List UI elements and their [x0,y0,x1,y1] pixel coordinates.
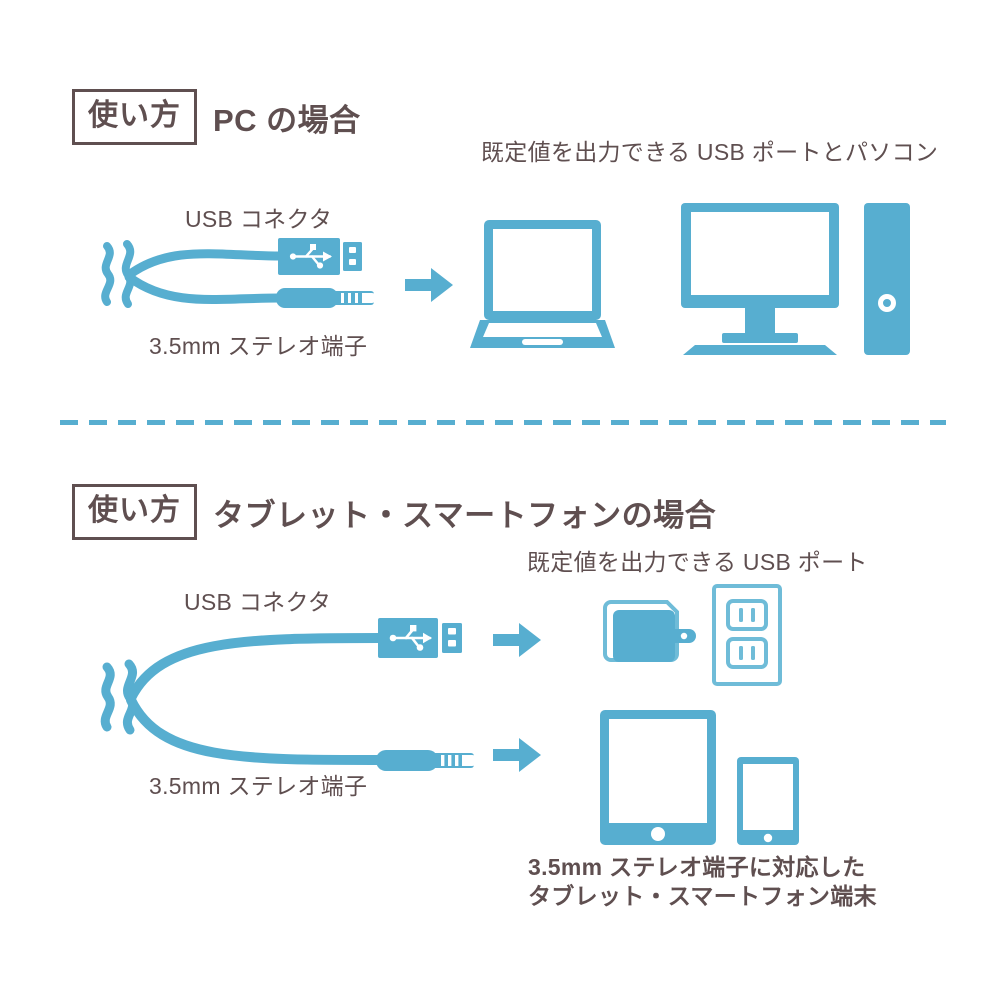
outlet-socket-top [726,599,768,631]
section-1-jack-label: 3.5mm ステレオ端子 [149,333,368,359]
section-2-target-caption: 既定値を出力できる USB ポート [527,549,868,575]
section-2-cable-graphic [100,618,478,771]
wall-outlet-icon [712,584,782,686]
outlet-socket-bottom [726,637,768,669]
section-1-cable-graphic [101,238,377,308]
arrow-right-icon-2 [493,623,541,657]
section-1-header: 使い方 PC の場合 [72,89,361,145]
monitor-icon [681,203,839,355]
section-2-jack-label: 3.5mm ステレオ端子 [149,773,368,799]
cable-lower-branch [126,695,385,765]
home-button-icon [763,833,773,843]
section-2-bottom-caption-line1: 3.5mm ステレオ端子に対応した [528,854,866,880]
cable-upper-branch [126,633,385,703]
usb-metal-tip [442,623,462,653]
tablet-icon [600,710,716,845]
section-2-usb-label: USB コネクタ [184,589,332,615]
smartphone-icon [737,757,799,845]
section-2-bottom-caption-line2: タブレット・スマートフォン端末 [528,883,877,909]
usb-icon [289,244,332,269]
home-button-icon [651,827,665,841]
section-divider [60,420,946,425]
desktop-tower-icon [864,203,910,355]
cable-upper-branch [124,249,285,280]
section-1-target-caption: 既定値を出力できる USB ポートとパソコン [481,139,939,165]
arrow-right-icon-3 [493,738,541,772]
section-2-header: 使い方 タブレット・スマートフォンの場合 [72,484,716,540]
cable-lower-branch [124,272,285,305]
section-1-badge: 使い方 [72,89,197,145]
section-1-title: PC の場合 [213,102,361,138]
arrow-right-icon-1 [405,268,453,302]
stereo-jack-connector [376,750,478,771]
usb-metal-tip [343,242,362,271]
stereo-jack-connector [276,288,377,308]
usb-icon [389,625,432,651]
section-2-title: タブレット・スマートフォンの場合 [213,497,717,533]
ac-adapter-icon [603,600,696,662]
section-1-usb-label: USB コネクタ [185,206,333,232]
laptop-icon [470,220,615,348]
section-2-badge: 使い方 [72,484,197,540]
